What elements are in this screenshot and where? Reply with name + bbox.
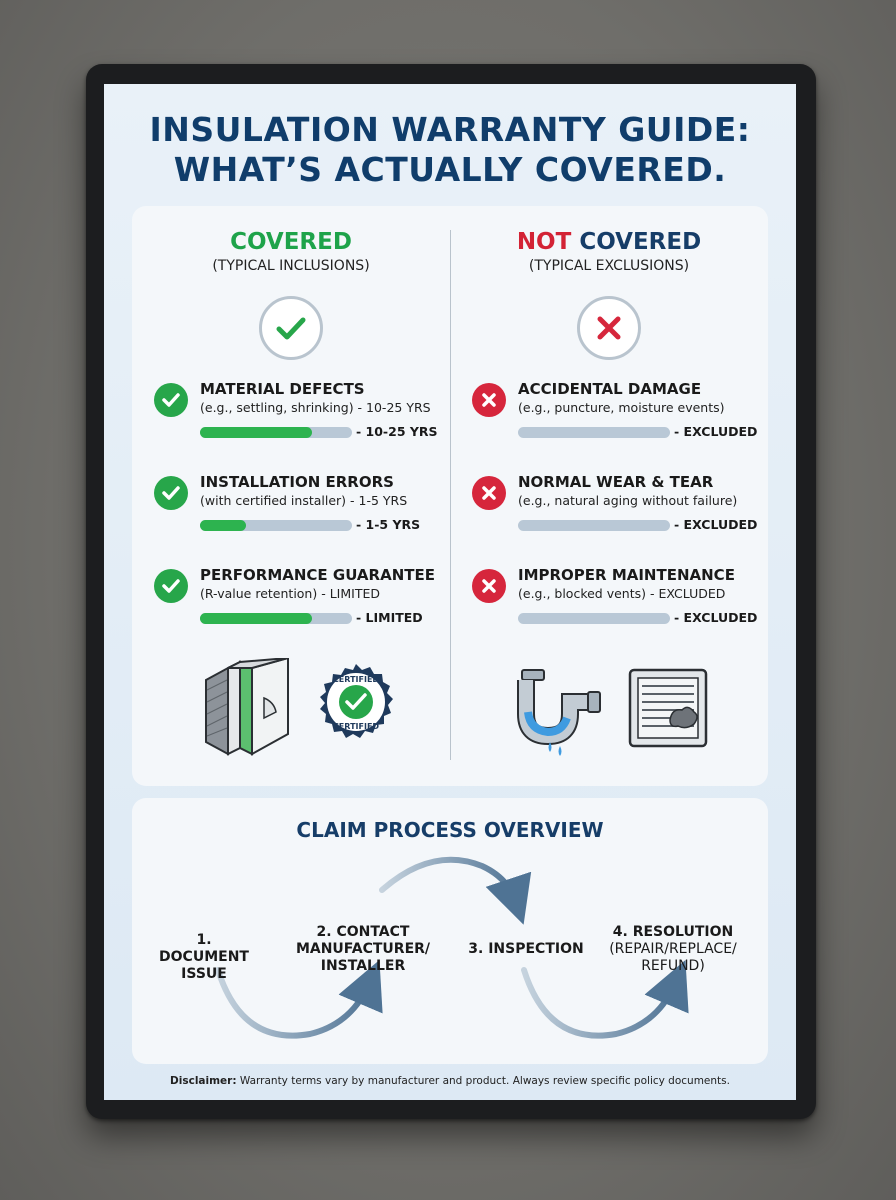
not-word: NOT [516,229,572,255]
step-label: 3. INSPECTION [468,941,584,957]
coverage-bar [200,520,352,531]
claim-flow-arrows [215,856,689,1039]
claim-step-4: 4. RESOLUTION (REPAIR/REPLACE/ REFUND) [598,924,748,975]
covered-item-material-defects: MATERIAL DEFECTS (e.g., settling, shrink… [154,380,444,460]
check-icon [154,476,188,510]
arrow-step2-to-3 [379,856,532,925]
item-description: (e.g., puncture, moisture events) [518,400,725,415]
covered-column: COVERED (TYPICAL INCLUSIONS) MATERIAL DE… [132,206,450,786]
disclaimer-label: Disclaimer: [170,1075,237,1087]
excluded-item-improper-maintenance: IMPROPER MAINTENANCE (e.g., blocked vent… [472,566,762,646]
blocked-vent-icon [628,668,708,748]
page-title: INSULATION WARRANTY GUIDE: WHAT’S ACTUAL… [104,110,796,190]
item-description: (with certified installer) - 1-5 YRS [200,493,408,508]
coverage-bar [200,427,352,438]
title-line-1: INSULATION WARRANTY GUIDE: [149,110,751,149]
claim-process-title: CLAIM PROCESS OVERVIEW [296,818,604,842]
claim-process-card: CLAIM PROCESS OVERVIEW 1. DOCUMENT ISSUE… [132,798,768,1064]
item-title: IMPROPER MAINTENANCE [518,566,735,584]
coverage-card: COVERED (TYPICAL INCLUSIONS) MATERIAL DE… [132,206,768,786]
step-label: 2. CONTACT [316,924,410,940]
insulation-panel-icon [205,658,289,756]
x-icon [472,476,506,510]
not-covered-heading: NOT COVERED [450,228,768,256]
coverage-bar-fill [200,613,313,624]
big-x-icon [577,296,641,360]
item-title: INSTALLATION ERRORS [200,473,394,491]
step-label: 1. DOCUMENT [159,932,249,965]
disclaimer: Disclaimer: Warranty terms vary by manuf… [104,1075,796,1087]
seal-text-top: CERTIFIED [333,675,379,684]
step-label-line2: MANUFACTURER/ [295,941,431,957]
item-description: (e.g., settling, shrinking) - 10-25 YRS [200,400,431,415]
covered-heading: COVERED [230,229,352,255]
step-label-line2: ISSUE [181,966,227,982]
coverage-bar-label: - 10-25 YRS [356,424,438,439]
arrow-step1-to-2 [215,959,383,1039]
step-label-line3: REFUND) [641,958,705,974]
claim-step-3: 3. INSPECTION [464,941,588,958]
coverage-bar-label: - 1-5 YRS [356,517,421,532]
not-covered-subheading: (TYPICAL EXCLUSIONS) [528,258,690,274]
disclaimer-text: Warranty terms vary by manufacturer and … [236,1075,730,1087]
check-icon [154,383,188,417]
coverage-bar-fill [200,520,246,531]
x-icon [472,569,506,603]
check-icon [154,569,188,603]
arrow-step3-to-4 [521,959,689,1039]
seal-text-bottom: CERTIFIED [333,722,379,731]
covered-item-performance-guarantee: PERFORMANCE GUARANTEE (R-value retention… [154,566,444,646]
excluded-item-normal-wear: NORMAL WEAR & TEAR (e.g., natural aging … [472,473,762,553]
coverage-bar [518,613,670,624]
coverage-bar-label: - EXCLUDED [674,517,758,532]
coverage-bar-fill [200,427,313,438]
item-description: (R-value retention) - LIMITED [200,586,380,601]
coverage-bar-label: - LIMITED [356,610,423,625]
certified-seal-icon: CERTIFIED CERTIFIED [320,664,393,738]
warranty-guide-screen: INSULATION WARRANTY GUIDE: WHAT’S ACTUAL… [104,84,796,1100]
not-covered-column: NOT COVERED (TYPICAL EXCLUSIONS) ACCIDEN… [450,206,768,786]
item-title: PERFORMANCE GUARANTEE [200,566,435,584]
claim-step-2: 2. CONTACT MANUFACTURER/ INSTALLER [292,924,434,975]
big-check-icon [259,296,323,360]
excluded-item-accidental-damage: ACCIDENTAL DAMAGE (e.g., puncture, moist… [472,380,762,460]
column-divider [450,230,451,760]
step-label-line2: (REPAIR/REPLACE/ [609,941,737,957]
item-title: MATERIAL DEFECTS [200,380,365,398]
coverage-bar [518,520,670,531]
step-label-line3: INSTALLER [320,958,406,974]
coverage-bar [518,427,670,438]
x-icon [472,383,506,417]
item-title: NORMAL WEAR & TEAR [518,473,714,491]
covered-item-installation-errors: INSTALLATION ERRORS (with certified inst… [154,473,444,553]
title-line-2: WHAT’S ACTUALLY COVERED. [173,150,727,189]
coverage-bar-label: - EXCLUDED [674,610,758,625]
coverage-bar [200,613,352,624]
claim-step-1: 1. DOCUMENT ISSUE [150,932,258,983]
covered-word: COVERED [579,229,702,255]
item-title: ACCIDENTAL DAMAGE [518,380,702,398]
covered-subheading: (TYPICAL INCLUSIONS) [212,258,370,274]
step-label: 4. RESOLUTION [612,924,734,940]
leaking-pipe-icon [517,669,601,756]
coverage-bar-label: - EXCLUDED [674,424,758,439]
item-description: (e.g., natural aging without failure) [518,493,738,508]
item-description: (e.g., blocked vents) - EXCLUDED [518,586,726,601]
